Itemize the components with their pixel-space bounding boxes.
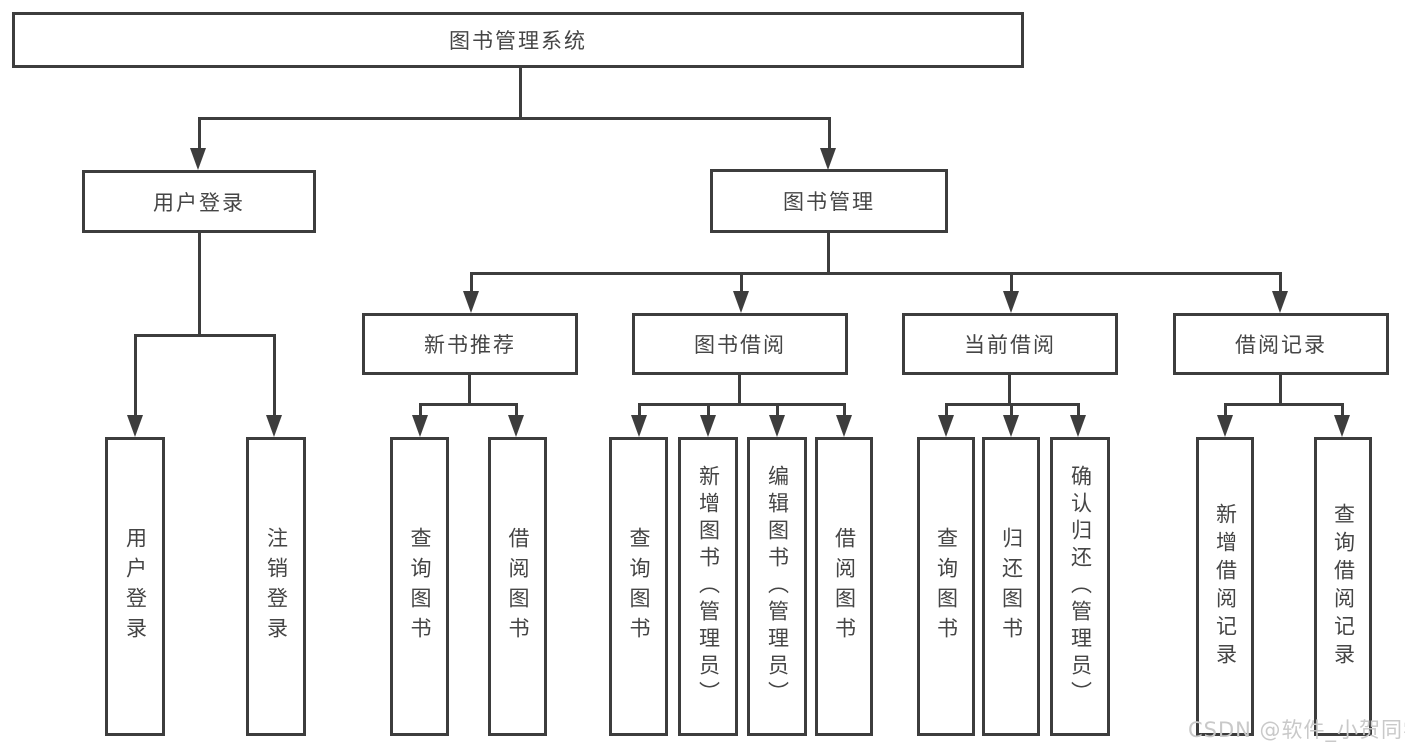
connector-line	[1010, 272, 1013, 294]
node-label: 用户登录	[153, 190, 245, 215]
leaf-recommend-query-books: 查询图书	[390, 437, 449, 736]
connector-line	[828, 117, 831, 151]
connector-line	[1224, 403, 1343, 406]
connector-line	[468, 375, 471, 406]
connector-line	[470, 272, 1282, 275]
arrowhead-icon	[190, 148, 206, 170]
connector-line	[198, 117, 201, 151]
arrowhead-icon	[463, 291, 479, 313]
leaf-borrowing-add-books-admin: 新增图书（管理员）	[678, 437, 738, 736]
node-label: 借阅图书	[506, 526, 530, 647]
arrowhead-icon	[266, 415, 282, 437]
connector-line	[470, 272, 473, 294]
node-label: 新书推荐	[424, 333, 516, 357]
arrowhead-icon	[820, 148, 836, 170]
connector-line	[1224, 403, 1227, 418]
connector-line	[1341, 403, 1344, 418]
connector-line	[1008, 375, 1011, 406]
node-label: 图书管理系统	[449, 29, 587, 53]
arrowhead-icon	[127, 415, 143, 437]
connector-line	[134, 334, 137, 417]
leaf-current-return-books: 归还图书	[982, 437, 1040, 736]
node-label: 图书借阅	[694, 333, 786, 357]
connector-line	[519, 68, 522, 119]
leaf-borrowing-borrow-books: 借阅图书	[815, 437, 873, 736]
arrowhead-icon	[938, 415, 954, 437]
node-label: 查询图书	[408, 526, 432, 647]
node-label: 查询图书	[627, 526, 651, 647]
leaf-records-query-record: 查询借阅记录	[1314, 437, 1372, 736]
connector-line	[638, 403, 845, 406]
connector-line	[1279, 272, 1282, 294]
connector-line	[134, 334, 276, 337]
node-label: 注销登录	[264, 526, 289, 647]
leaf-current-confirm-return-admin: 确认归还（管理员）	[1050, 437, 1110, 736]
connector-line	[945, 403, 948, 418]
node-book-borrowing: 图书借阅	[632, 313, 848, 375]
connector-line	[198, 117, 831, 120]
connector-line	[843, 403, 846, 418]
arrowhead-icon	[1334, 415, 1350, 437]
arrowhead-icon	[1003, 291, 1019, 313]
arrowhead-icon	[1070, 415, 1086, 437]
arrowhead-icon	[1217, 415, 1233, 437]
node-label: 查询图书	[934, 526, 959, 647]
arrowhead-icon	[700, 415, 716, 437]
node-label: 新增图书（管理员）	[696, 465, 721, 708]
connector-line	[1010, 403, 1013, 418]
leaf-current-query-books: 查询图书	[917, 437, 975, 736]
leaf-logout: 注销登录	[246, 437, 306, 736]
connector-line	[638, 403, 641, 418]
node-label: 确认归还（管理员）	[1068, 465, 1093, 708]
arrowhead-icon	[1272, 291, 1288, 313]
connector-line	[419, 403, 518, 406]
connector-line	[1077, 403, 1080, 418]
node-book-management: 图书管理	[710, 169, 948, 233]
node-label: 借阅记录	[1235, 333, 1327, 357]
connector-line	[515, 403, 518, 418]
csdn-watermark: CSDN @软件_小贺同学	[1188, 718, 1405, 742]
node-label: 新增借阅记录	[1213, 502, 1238, 671]
node-borrowing-records: 借阅记录	[1173, 313, 1389, 375]
leaf-borrowing-query-books: 查询图书	[609, 437, 668, 736]
node-label: 归还图书	[999, 526, 1024, 647]
leaf-recommend-borrow-books: 借阅图书	[488, 437, 547, 736]
arrowhead-icon	[631, 415, 647, 437]
node-label: 编辑图书（管理员）	[765, 465, 790, 708]
connector-line	[419, 403, 422, 418]
node-label: 查询借阅记录	[1331, 502, 1356, 671]
arrowhead-icon	[769, 415, 785, 437]
connector-line	[273, 334, 276, 417]
node-current-borrowing: 当前借阅	[902, 313, 1118, 375]
connector-line	[827, 233, 830, 275]
connector-line	[1279, 375, 1282, 406]
connector-line	[738, 375, 741, 406]
connector-line	[776, 403, 779, 418]
node-label: 当前借阅	[964, 333, 1056, 357]
node-label: 用户登录	[123, 526, 148, 647]
arrowhead-icon	[836, 415, 852, 437]
leaf-user-login: 用户登录	[105, 437, 165, 736]
arrowhead-icon	[1003, 415, 1019, 437]
connector-line	[198, 233, 201, 337]
arrowhead-icon	[412, 415, 428, 437]
node-user-login: 用户登录	[82, 170, 316, 233]
leaf-borrowing-edit-books-admin: 编辑图书（管理员）	[747, 437, 807, 736]
arrowhead-icon	[508, 415, 524, 437]
arrowhead-icon	[733, 291, 749, 313]
leaf-records-add-record: 新增借阅记录	[1196, 437, 1254, 736]
connector-line	[740, 272, 743, 294]
node-label: 图书管理	[783, 190, 875, 214]
connector-line	[707, 403, 710, 418]
node-root-library-system: 图书管理系统	[12, 12, 1024, 68]
node-label: 借阅图书	[832, 526, 857, 647]
node-new-book-recommend: 新书推荐	[362, 313, 578, 375]
